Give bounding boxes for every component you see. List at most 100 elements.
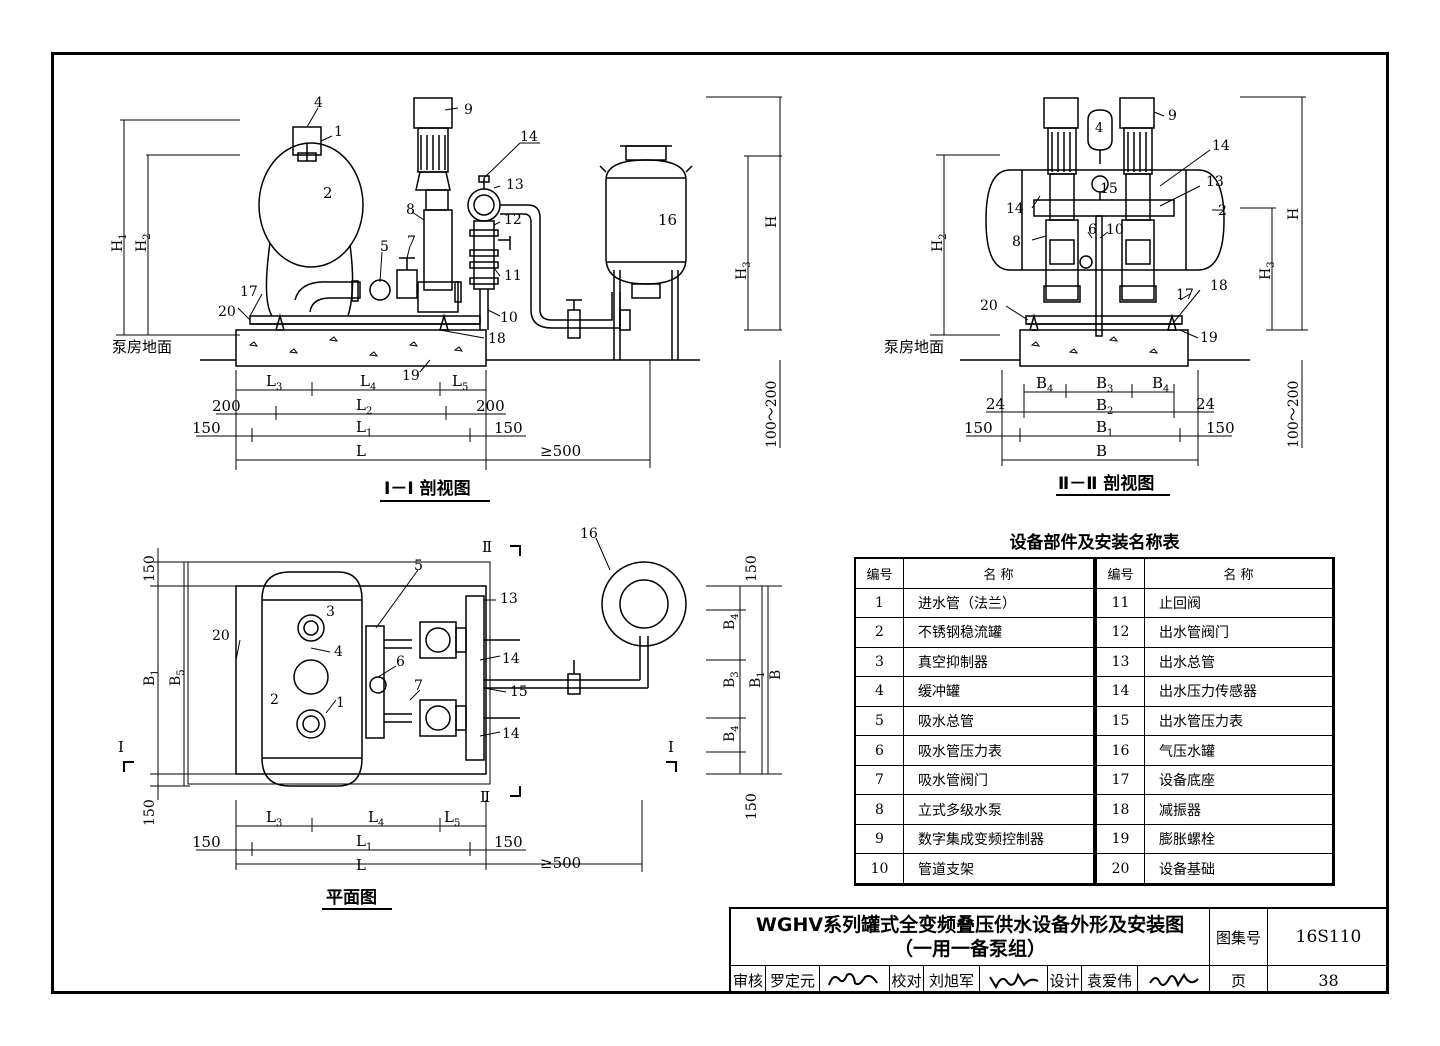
s2-callout-14b: 14 [1006, 201, 1024, 217]
dim-gap-1: 100～200 [764, 381, 780, 448]
part-name: 止回阀 [1145, 588, 1333, 619]
table-divider [1094, 854, 1097, 884]
s2-dim-b4b: B4 [1152, 374, 1169, 395]
part-no: 11 [1097, 588, 1145, 619]
page-label: 页 [1209, 965, 1267, 994]
plan-title: 平面图 [326, 888, 377, 908]
part-name: 出水管阀门 [1145, 618, 1333, 648]
s2-callout-2: 2 [1218, 203, 1227, 219]
s2-callout-17: 17 [1176, 287, 1194, 303]
callout-17: 17 [240, 284, 258, 300]
table-divider [1094, 824, 1097, 855]
part-no: 17 [1097, 765, 1145, 796]
signature-designer [1137, 965, 1209, 994]
review-label: 审核 [729, 965, 765, 994]
plan-callout-4: 4 [334, 644, 343, 660]
dim-l1: L1 [356, 418, 372, 439]
callout-8: 8 [406, 202, 415, 218]
atlas-label: 图集号 [1209, 907, 1267, 965]
plan-callout-1: 1 [336, 695, 345, 711]
plan-mark-i-left: I [118, 738, 124, 756]
part-no: 9 [856, 824, 904, 855]
dim-l3: L3 [266, 372, 282, 393]
part-name: 不锈钢稳流罐 [904, 618, 1094, 648]
part-name: 出水管压力表 [1145, 706, 1333, 737]
s2-dim-150a: 150 [964, 419, 993, 437]
plan-dim-b4b: B4 [722, 725, 741, 742]
signature-3-mark [1148, 972, 1199, 988]
plan-callout-16: 16 [580, 526, 598, 542]
part-no: 16 [1097, 736, 1145, 766]
callout-4: 4 [314, 95, 323, 111]
callout-19: 19 [402, 368, 420, 384]
floor-label-1: 泵房地面 [112, 338, 172, 356]
s2-dim-b3: B3 [1096, 374, 1113, 395]
plan-callout-3: 3 [326, 604, 335, 620]
dim-l5: L5 [452, 372, 468, 393]
title-line-1: WGHV系列罐式全变频叠压供水设备外形及安装图 [755, 914, 1185, 936]
plan-dim-150-bottom: 150 [142, 799, 158, 826]
dim-l2: L2 [356, 396, 372, 417]
table-divider [1094, 647, 1097, 678]
s2-dim-150b: 150 [1206, 419, 1235, 437]
s2-dim-b: B [1096, 442, 1107, 460]
check-label: 校对 [889, 965, 923, 994]
design-label: 设计 [1047, 965, 1081, 994]
s2-callout-10: 10 [1106, 222, 1124, 238]
dim-150-right: 150 [494, 419, 523, 437]
s2-dim-h2: H2 [930, 233, 949, 252]
header-name-2: 名 称 [1145, 559, 1333, 589]
part-no: 13 [1097, 647, 1145, 678]
plan-mark-ii-top: Ⅱ [482, 538, 492, 556]
plan-dim-150-br: 150 [494, 833, 523, 851]
dim-l4: L4 [360, 372, 376, 393]
part-name: 气压水罐 [1145, 736, 1333, 766]
table-divider [1094, 795, 1097, 825]
callout-18: 18 [488, 331, 506, 347]
table-divider [1094, 559, 1097, 589]
plan-dim-l1: L1 [356, 832, 372, 853]
plan-dim-150-rb: 150 [744, 793, 760, 820]
part-name: 吸水管阀门 [904, 765, 1094, 796]
s2-callout-19: 19 [1200, 330, 1218, 346]
part-name: 缓冲罐 [904, 677, 1094, 707]
dim-200-left: 200 [212, 397, 241, 415]
plan-view: 16 5 13 3 20 4 6 14 2 1 7 15 14 Ⅱ Ⅱ I I … [118, 526, 784, 910]
plan-dim-150-top: 150 [142, 555, 158, 582]
plan-dim-l3: L3 [266, 808, 282, 829]
part-no: 15 [1097, 706, 1145, 737]
part-name: 立式多级水泵 [904, 795, 1094, 825]
plan-dim-150-rt: 150 [744, 555, 760, 582]
callout-1: 1 [334, 124, 343, 140]
plan-callout-7: 7 [414, 678, 423, 694]
part-name: 出水压力传感器 [1145, 677, 1333, 707]
plan-dim-l5: L5 [444, 808, 460, 829]
s2-callout-14a: 14 [1212, 138, 1230, 154]
part-name: 设备底座 [1145, 765, 1333, 796]
plan-mark-ii-bottom: Ⅱ [480, 788, 490, 806]
plan-callout-13: 13 [500, 591, 518, 607]
atlas-no: 16S110 [1267, 907, 1389, 965]
plan-mark-i-right: I [668, 738, 674, 756]
part-no: 3 [856, 647, 904, 678]
plan-callout-5: 5 [414, 558, 423, 574]
part-name: 真空抑制器 [904, 647, 1094, 678]
s2-callout-15: 15 [1100, 181, 1118, 197]
parts-table-title: 设备部件及安装名称表 [1009, 533, 1180, 553]
part-no: 10 [856, 854, 904, 884]
svg-text:16: 16 [658, 211, 677, 229]
dim-l: L [356, 442, 366, 460]
s2-dim-h: H [1286, 208, 1302, 220]
plan-dim-l4: L4 [368, 808, 384, 829]
plan-callout-2: 2 [270, 692, 279, 708]
plan-dim-b3: B3 [722, 671, 741, 688]
part-name: 设备基础 [1145, 854, 1333, 884]
plan-callout-6: 6 [396, 654, 405, 670]
floor-label-2: 泵房地面 [884, 338, 944, 356]
plan-dim-ge500: ≥500 [540, 854, 581, 872]
callout-7: 7 [407, 234, 416, 250]
s2-callout-13: 13 [1206, 174, 1224, 190]
plan-dim-b1r: B1 [748, 671, 767, 688]
